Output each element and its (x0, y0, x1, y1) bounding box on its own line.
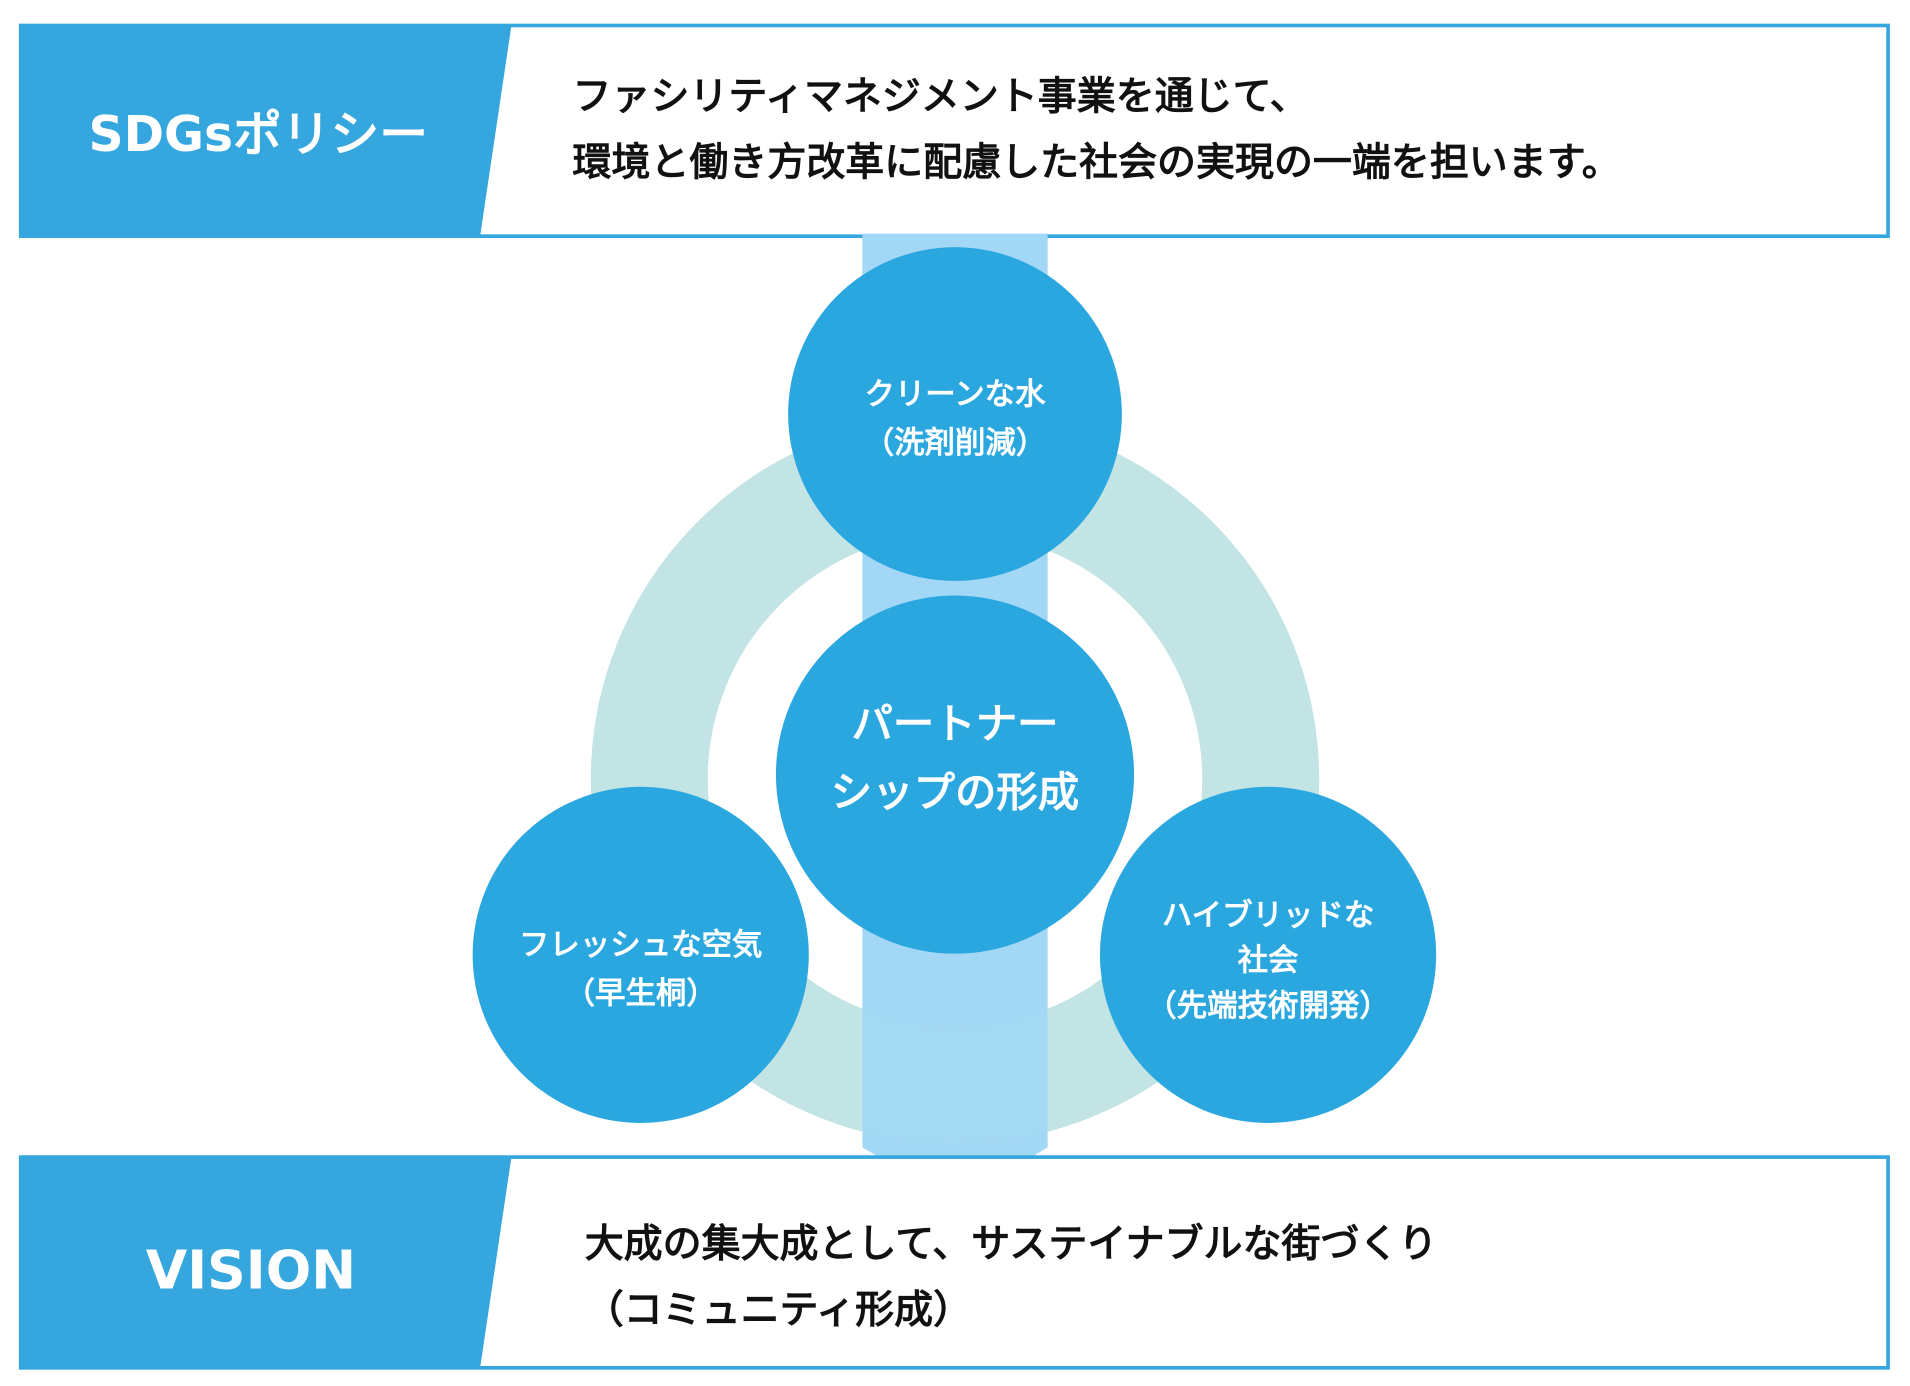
vision-line-2: （コミュニティ形成） (585, 1288, 972, 1333)
svg-text:社会: 社会 (1238, 944, 1299, 979)
circle-fresh-air: フレッシュな空気 （早生桐） (472, 786, 809, 1123)
policy-line-1: ファシリティマネジメント事業を通じて、 (573, 75, 1309, 120)
circle-hybrid-society: ハイブリッドな 社会 （先端技術開発） (1099, 786, 1437, 1123)
circle-clean-water: クリーンな水 （洗剤削減） (788, 247, 1122, 581)
policy-banner: SDGsポリシー ファシリティマネジメント事業を通じて、 環境と働き方改革に配慮… (18, 23, 1890, 239)
svg-text:クリーンな水: クリーンな水 (864, 377, 1046, 412)
vision-line-1: 大成の集大成として、サステイナブルな街づくり (585, 1222, 1438, 1267)
svg-text:シップの形成: シップの形成 (831, 768, 1079, 816)
svg-text:フレッシュな空気: フレッシュな空気 (519, 928, 762, 963)
svg-text:（先端技術開発）: （先端技術開発） (1146, 989, 1390, 1024)
vision-banner: VISION 大成の集大成として、サステイナブルな街づくり （コミュニティ形成） (18, 1155, 1890, 1370)
policy-line-2: 環境と働き方改革に配慮した社会の実現の一端を担います。 (573, 140, 1621, 185)
svg-text:（洗剤削減）: （洗剤削減） (864, 426, 1047, 461)
policy-label: SDGsポリシー (89, 107, 428, 163)
svg-text:パートナー: パートナー (851, 700, 1058, 748)
svg-text:ハイブリッドな: ハイブリッドな (1162, 898, 1374, 934)
circle-partnership: パートナー シップの形成 (775, 595, 1135, 954)
vision-label: VISION (146, 1239, 356, 1302)
svg-text:（早生桐）: （早生桐） (565, 977, 717, 1012)
